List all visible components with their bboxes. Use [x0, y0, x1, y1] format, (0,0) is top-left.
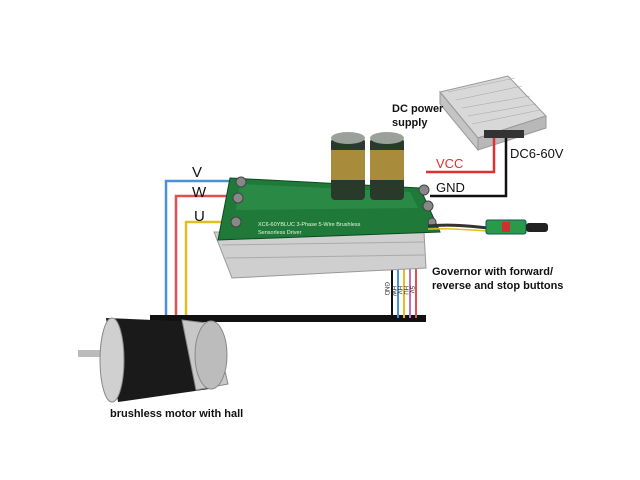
- governor-line2: reverse and stop buttons: [432, 280, 564, 292]
- terminal-u: [230, 216, 242, 228]
- wire-u: [184, 220, 236, 320]
- vcc-label: VCC: [436, 156, 464, 171]
- capacitor-right: [370, 132, 404, 200]
- wire-vcc: [426, 138, 496, 174]
- capacitor-left: [331, 132, 365, 200]
- wire-v: [164, 179, 238, 320]
- dc-power-supply: [439, 75, 547, 152]
- terminal-vcc: [418, 184, 430, 196]
- brushless-motor: [78, 317, 229, 403]
- hall-connector-bar: [150, 315, 426, 322]
- dc-power-line1: DC power: [392, 103, 444, 115]
- wire-gnd: [430, 138, 508, 198]
- board-silkscreen-line2: Sensorless Driver: [258, 230, 302, 236]
- wire-w: [174, 194, 236, 320]
- phase-label-u: U: [194, 208, 205, 225]
- hall-label-5v: 5V: [408, 286, 414, 294]
- phase-label-v: V: [192, 164, 203, 181]
- hall-label-gnd: GND: [383, 282, 389, 296]
- gnd-label: GND: [436, 180, 465, 195]
- motor-label: brushless motor with hall: [110, 408, 244, 420]
- governor-label: Governor with forward/ reverse and stop …: [432, 265, 563, 293]
- governor-line1: Governor with forward/: [432, 266, 554, 278]
- phase-label-w: W: [192, 184, 207, 201]
- dc-power-label: DC power supply: [392, 102, 443, 130]
- dc-range-label: DC6-60V: [510, 146, 564, 161]
- terminal-gnd: [422, 200, 434, 212]
- dc-power-line2: supply: [392, 117, 428, 129]
- terminal-w: [232, 192, 244, 204]
- board-silkscreen-line1: XC6-60YBLUC 3-Phase 5-Wire Brushless: [258, 222, 361, 228]
- terminal-v: [235, 176, 247, 188]
- governor-module: [427, 219, 548, 235]
